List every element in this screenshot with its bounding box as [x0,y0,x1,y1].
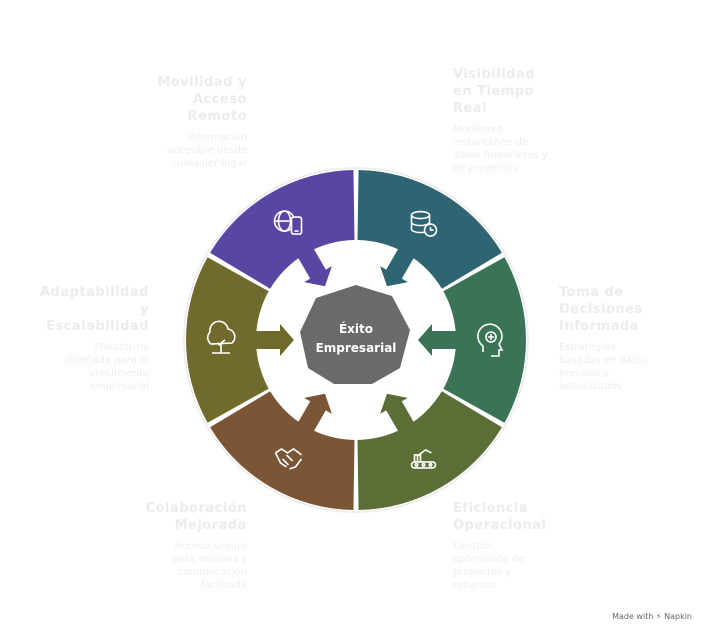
desc-line: optimizada de [453,554,525,565]
desc-line: proyectos y [453,567,512,578]
label-visibilidad: Visibilidad en Tiempo Real Monitoreo ins… [453,66,573,175]
segment-adaptabilidad-arrow [254,324,294,356]
label-eficiencia: Eficiencia Operacional Gestión optimizad… [453,500,573,592]
segment-colaboracion [210,391,355,510]
label-decisiones: Toma de Decisiones Informada Estrategias… [559,284,679,393]
conveyor-robot-icon [410,448,437,469]
desc-line: precisos y [559,368,610,379]
desc-line: comunicación [177,567,247,578]
desc-line: instantáneo de [453,137,529,148]
title-line: Adaptabilidad [40,285,149,300]
desc-line: de proyectos [453,163,518,174]
label-visibilidad-desc: Monitoreo instantáneo de datos financier… [453,123,573,175]
title-line: Toma de [559,285,624,300]
center-hub [300,285,410,384]
label-adaptabilidad-desc: Plataforma diseñada para el crecimiento … [20,341,149,393]
handshake-icon [274,447,303,470]
desc-line: basadas en datos [559,355,648,366]
title-line: Real [453,101,488,116]
desc-line: para equipos y [172,554,247,565]
head-brain-icon [477,323,504,357]
title-line: Visibilidad [453,67,536,82]
segment-adaptabilidad [185,257,269,423]
title-line: y [140,302,149,317]
label-colaboracion: Colaboración Mejorada Acceso seguro para… [127,500,247,592]
label-movilidad: Movilidad y Acceso Remoto Información ac… [127,74,247,170]
desc-line: Plataforma [94,342,149,353]
segment-movilidad-arrow [297,247,332,287]
label-colaboracion-desc: Acceso seguro para equipos y comunicació… [127,540,247,592]
tree-icon [206,320,236,354]
desc-line: actualizados [559,381,622,392]
globe-phone-icon [273,210,303,235]
desc-line: Monitoreo [453,124,504,135]
title-line: Movilidad y [157,75,247,90]
desc-line: diseñada para el [65,355,149,366]
desc-line: Acceso seguro [174,541,247,552]
title-line: Acceso [193,92,247,107]
label-eficiencia-title: Eficiencia Operacional [453,500,573,534]
title-line: Informada [559,319,639,334]
segment-colaboracion-arrow [297,393,332,433]
label-decisiones-desc: Estrategias basadas en datos precisos y … [559,341,679,393]
database-clock-icon [410,210,438,237]
desc-line: cualquier lugar [171,158,247,169]
desc-line: Estrategias [559,342,616,353]
segment-visibilidad-arrow [380,247,415,287]
title-line: Mejorada [174,518,247,533]
footer-credit: Made with ⚡ Napkin [612,612,692,621]
label-eficiencia-desc: Gestión optimizada de proyectos y recurs… [453,540,573,592]
label-movilidad-desc: Información accesible desde cualquier lu… [127,131,247,170]
label-decisiones-title: Toma de Decisiones Informada [559,284,679,335]
desc-line: accesible desde [167,145,247,156]
title-line: en Tiempo [453,84,535,99]
center-title-line1: Éxito [339,321,373,336]
title-line: Eficiencia [453,501,529,516]
label-visibilidad-title: Visibilidad en Tiempo Real [453,66,573,117]
label-colaboracion-title: Colaboración Mejorada [127,500,247,534]
desc-line: datos financieros y [453,150,548,161]
title-line: Operacional [453,518,547,533]
label-adaptabilidad: Adaptabilidad y Escalabilidad Plataforma… [20,284,149,393]
segment-movilidad [210,170,355,289]
title-line: Colaboración [145,501,247,516]
desc-line: empresarial [89,381,149,392]
desc-line: crecimiento [90,368,149,379]
title-line: Remoto [187,109,247,124]
title-line: Escalabilidad [46,319,149,334]
title-line: Decisiones [559,302,643,317]
desc-line: Gestión [453,541,492,552]
segment-eficiencia [357,391,502,510]
desc-line: Información [187,132,247,143]
center-title-line2: Empresarial [316,341,397,355]
label-adaptabilidad-title: Adaptabilidad y Escalabilidad [20,284,149,335]
label-movilidad-title: Movilidad y Acceso Remoto [127,74,247,125]
segment-eficiencia-arrow [380,393,415,433]
desc-line: recursos [453,580,496,591]
desc-line: facilitada [200,580,247,591]
segment-decisiones [443,257,526,423]
segment-decisiones-arrow [418,324,458,356]
